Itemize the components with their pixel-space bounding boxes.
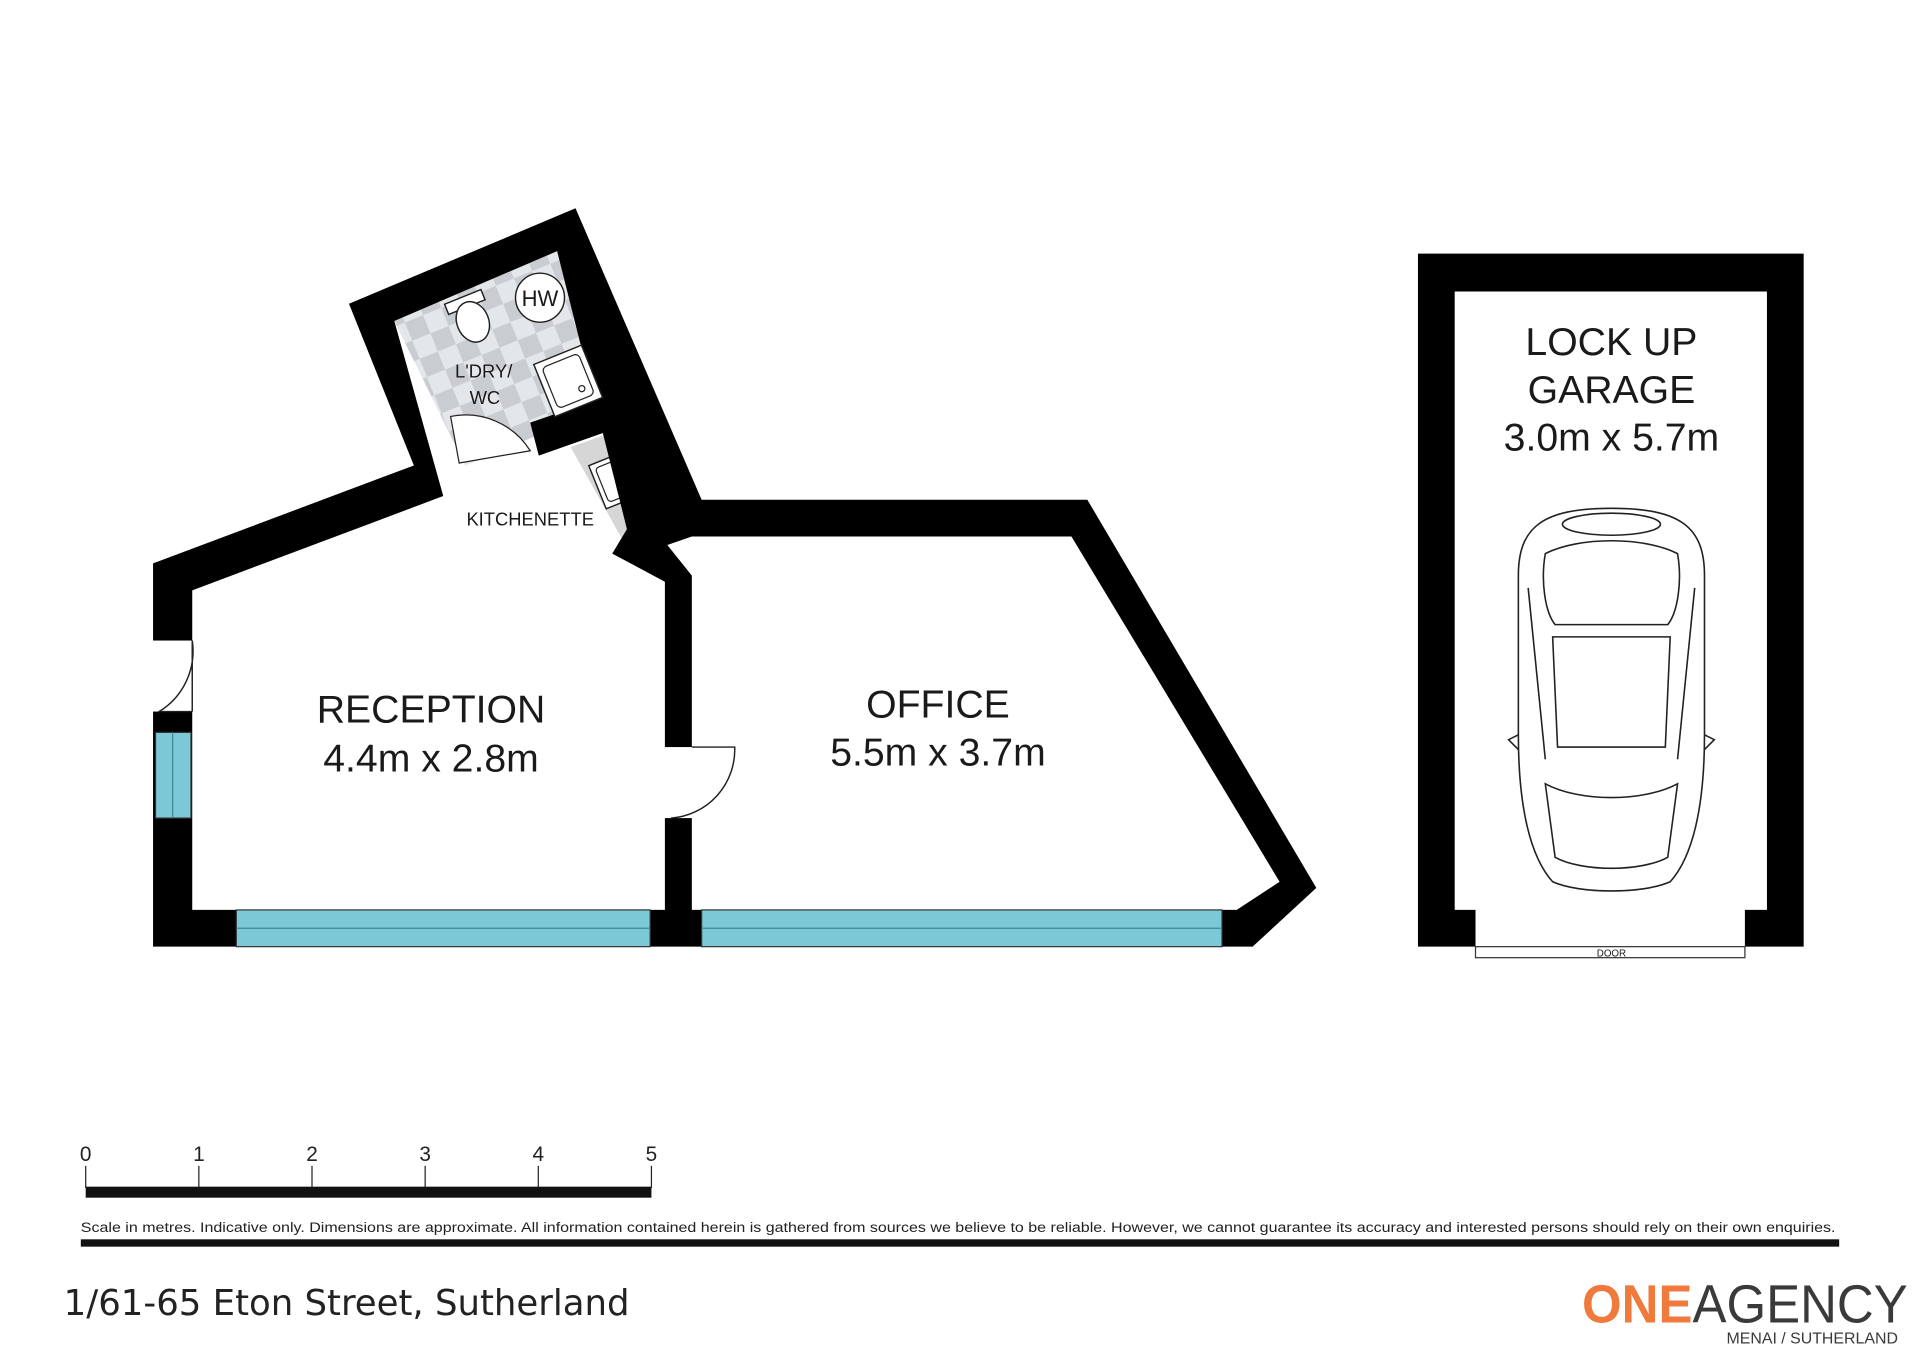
office-door[interactable]	[670, 746, 736, 819]
building-walls	[153, 208, 1317, 947]
svg-text:ONEAGENCY: ONEAGENCY	[1582, 1275, 1908, 1335]
scale-tick-label: 0	[80, 1143, 92, 1166]
scale-tick-label: 2	[306, 1143, 318, 1166]
scale-bar: 0 1 2 3 4 5	[80, 1143, 657, 1198]
entry-door[interactable]	[156, 640, 194, 713]
scale-tick-label: 4	[532, 1143, 544, 1166]
scale-tick-label: 3	[419, 1143, 431, 1166]
laundry-door[interactable]	[449, 414, 532, 464]
car-icon	[1507, 507, 1716, 892]
property-address: 1/61-65 Eton Street, Sutherland	[64, 1283, 630, 1324]
office-door-opening	[663, 747, 695, 819]
disclaimer: Scale in metres. Indicative only. Dimens…	[81, 1220, 1836, 1235]
laundry-partition-wall	[530, 394, 623, 456]
garage-size: 3.0m x 5.7m	[1504, 417, 1720, 460]
agency-logo: ONEAGENCY MENAI / SUTHERLAND	[1582, 1275, 1908, 1348]
entry-door-opening	[151, 640, 194, 712]
garage-door-label: DOOR	[1597, 948, 1626, 959]
toilet	[443, 288, 491, 343]
laundry-tub	[532, 344, 604, 418]
hot-water-label: HW	[522, 286, 559, 311]
garage-label-2: GARAGE	[1528, 369, 1696, 412]
scale-tick-label: 1	[193, 1143, 205, 1166]
garage-door[interactable]	[1474, 946, 1746, 959]
logo-subtitle: MENAI / SUTHERLAND	[1726, 1330, 1897, 1347]
garage-label-1: LOCK UP	[1525, 321, 1697, 364]
reception-name: RECEPTION	[317, 689, 546, 732]
hot-water-unit	[514, 272, 566, 323]
scale-tick-label: 5	[646, 1143, 658, 1166]
office-size: 5.5m x 3.7m	[830, 731, 1046, 774]
laundry-label-1: L'DRY/	[455, 360, 513, 381]
reception-size: 4.4m x 2.8m	[323, 738, 539, 781]
office-name: OFFICE	[866, 684, 1010, 727]
kitchenette-label: KITCHENETTE	[466, 508, 594, 529]
footer-divider	[80, 1239, 1840, 1247]
laundry-label-2: WC	[470, 387, 501, 408]
